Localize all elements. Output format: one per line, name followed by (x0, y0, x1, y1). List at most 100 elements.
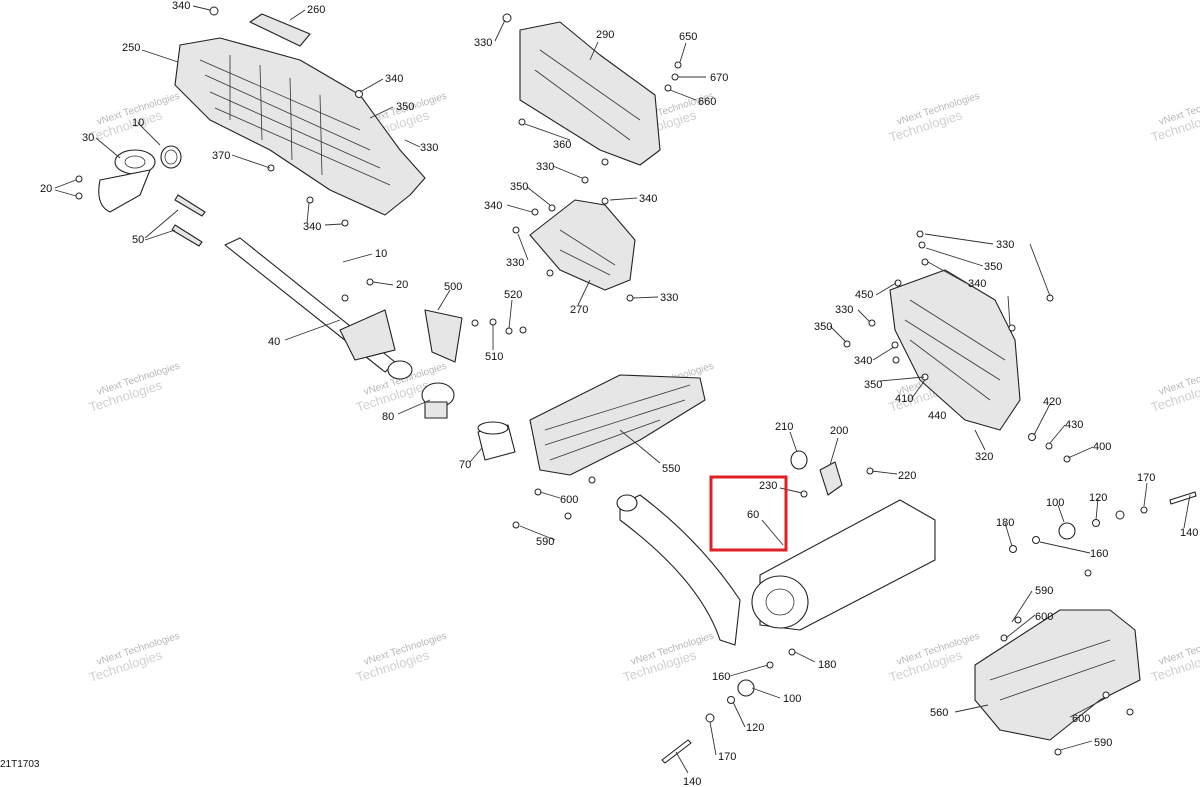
callout-420[interactable]: 420 (1043, 396, 1061, 408)
callout-100[interactable]: 100 (1046, 497, 1064, 509)
callout-440[interactable]: 440 (928, 410, 946, 422)
callout-200[interactable]: 200 (830, 425, 848, 437)
grommet-210 (790, 450, 808, 470)
callout-160[interactable]: 160 (712, 671, 730, 683)
callout-600[interactable]: 600 (1035, 611, 1053, 623)
heat-shield-550 (529, 374, 706, 476)
callout-330[interactable]: 330 (506, 257, 524, 269)
fasteners (75, 6, 1197, 764)
sleeve-70 (477, 421, 516, 461)
callout-330[interactable]: 330 (835, 304, 853, 316)
callout-590[interactable]: 590 (1094, 737, 1112, 749)
callout-270[interactable]: 270 (570, 304, 588, 316)
callout-340[interactable]: 340 (484, 200, 502, 212)
callout-500[interactable]: 500 (444, 281, 462, 293)
callout-330[interactable]: 330 (996, 239, 1014, 251)
callout-70[interactable]: 70 (459, 459, 471, 471)
callout-40[interactable]: 40 (268, 336, 280, 348)
callout-350[interactable]: 350 (984, 261, 1002, 273)
callout-60[interactable]: 60 (747, 509, 759, 521)
callout-600[interactable]: 600 (560, 494, 578, 506)
watermark: vNext Technologies Technologies (1149, 361, 1200, 415)
heat-shield-250 (174, 37, 426, 216)
heat-shield-560 (974, 609, 1141, 741)
callout-450[interactable]: 450 (855, 289, 873, 301)
watermark: vNext Technologies Technologies (887, 631, 981, 685)
callout-50[interactable]: 50 (132, 234, 144, 246)
callout-340[interactable]: 340 (303, 221, 321, 233)
callout-180[interactable]: 180 (996, 517, 1014, 529)
callout-330[interactable]: 330 (474, 37, 492, 49)
callout-10[interactable]: 10 (375, 248, 387, 260)
callout-350[interactable]: 350 (396, 101, 414, 113)
callout-560[interactable]: 560 (930, 707, 948, 719)
callout-350[interactable]: 350 (864, 379, 882, 391)
callout-550[interactable]: 550 (662, 463, 680, 475)
leader-lines (54, 5, 1191, 774)
callout-100[interactable]: 100 (783, 693, 801, 705)
callout-20[interactable]: 20 (396, 279, 408, 291)
pipe-40 (224, 237, 413, 380)
callout-250[interactable]: 250 (122, 42, 140, 54)
callout-170[interactable]: 170 (718, 751, 736, 763)
callout-340[interactable]: 340 (172, 0, 190, 12)
callout-20[interactable]: 20 (40, 183, 52, 195)
callout-170[interactable]: 170 (1137, 472, 1155, 484)
callout-320[interactable]: 320 (975, 451, 993, 463)
callout-210[interactable]: 210 (775, 421, 793, 433)
gasket-10 (160, 145, 182, 169)
callout-230[interactable]: 230 (759, 480, 777, 492)
callout-220[interactable]: 220 (898, 470, 916, 482)
watermark: vNext Technologies Technologies (887, 91, 981, 145)
callout-140[interactable]: 140 (683, 776, 701, 787)
callout-410[interactable]: 410 (895, 393, 913, 405)
callout-180[interactable]: 180 (818, 659, 836, 671)
plate-260 (249, 13, 311, 47)
callout-650[interactable]: 650 (679, 31, 697, 43)
callout-600[interactable]: 600 (1072, 713, 1090, 725)
callout-520[interactable]: 520 (504, 289, 522, 301)
callout-350[interactable]: 350 (510, 181, 528, 193)
callout-590[interactable]: 590 (1035, 585, 1053, 597)
highlight-box (709, 475, 788, 552)
heat-shield-270 (529, 199, 636, 291)
callout-140[interactable]: 140 (1180, 527, 1198, 539)
callout-10[interactable]: 10 (132, 117, 144, 129)
callout-400[interactable]: 400 (1093, 441, 1111, 453)
callout-120[interactable]: 120 (746, 722, 764, 734)
clamp-80 (421, 382, 455, 419)
callout-370[interactable]: 370 (212, 150, 230, 162)
callout-labels: 340 260 250 340 350 330 10 30 370 20 340… (40, 0, 1198, 787)
callout-290[interactable]: 290 (596, 29, 614, 41)
callout-360[interactable]: 360 (553, 139, 571, 151)
callout-30[interactable]: 30 (82, 132, 94, 144)
muffler-60 (616, 494, 936, 646)
watermark: vNext Technologies Technologies (87, 361, 181, 415)
callout-510[interactable]: 510 (485, 351, 503, 363)
callout-340[interactable]: 340 (968, 278, 986, 290)
callout-350[interactable]: 350 (814, 321, 832, 333)
callout-340[interactable]: 340 (385, 73, 403, 85)
diagram-code: 21T1703 (0, 759, 40, 770)
callout-340[interactable]: 340 (854, 355, 872, 367)
flange-200 (819, 461, 843, 496)
callout-330[interactable]: 330 (660, 292, 678, 304)
parts-layer (75, 6, 1197, 764)
heat-shield-290 (519, 21, 661, 166)
springs-50 (171, 194, 206, 247)
callout-340[interactable]: 340 (639, 193, 657, 205)
callout-670[interactable]: 670 (710, 72, 728, 84)
watermark: vNext Technologies Technologies (621, 631, 715, 685)
callout-120[interactable]: 120 (1089, 492, 1107, 504)
watermark: vNext Technologies Technologies (1149, 631, 1200, 685)
callout-160[interactable]: 160 (1090, 548, 1108, 560)
callout-330[interactable]: 330 (536, 161, 554, 173)
callout-660[interactable]: 660 (698, 96, 716, 108)
callout-260[interactable]: 260 (307, 4, 325, 16)
callout-430[interactable]: 430 (1065, 419, 1083, 431)
callout-590[interactable]: 590 (536, 536, 554, 548)
callout-330[interactable]: 330 (420, 142, 438, 154)
watermark: vNext Technologies Technologies (1149, 91, 1200, 145)
callout-80[interactable]: 80 (382, 411, 394, 423)
